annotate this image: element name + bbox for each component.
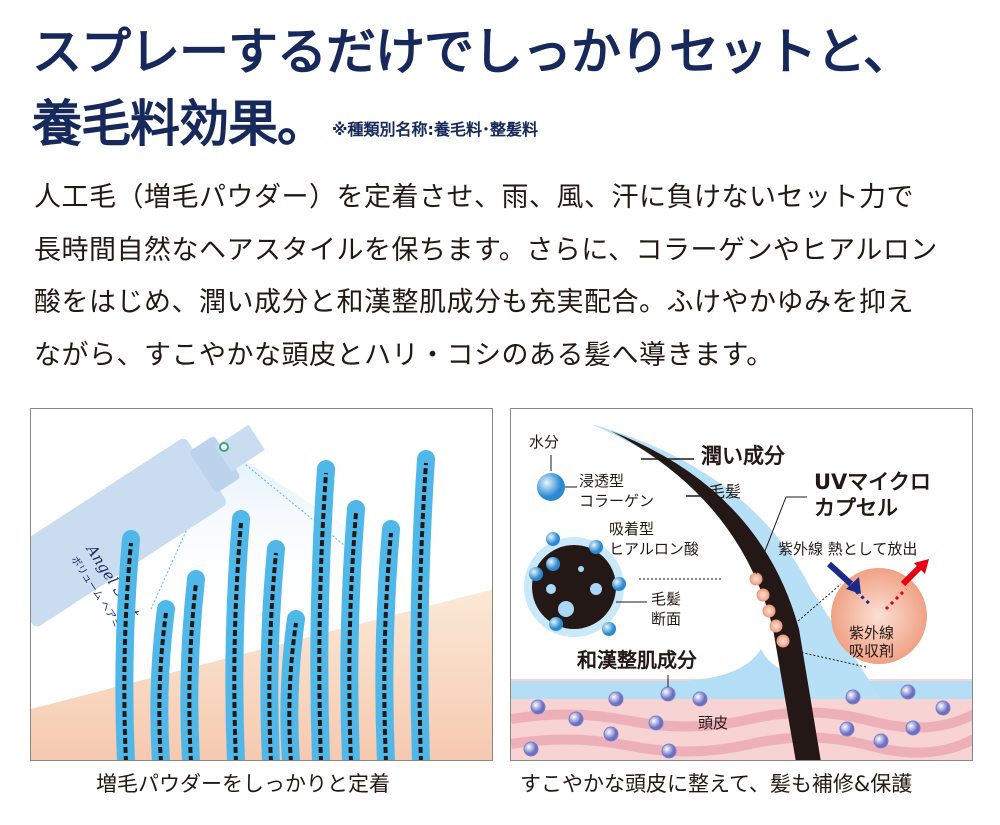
right-caption: すこやかな頭皮に整えて、髪も補修&保護 — [520, 772, 913, 796]
headline-line1: スプレーするだけでしっかりセットと、 — [32, 22, 913, 81]
description-line: ながら、すこやかな頭皮とハリ・コシのある髪へ導きます。 — [34, 339, 774, 371]
hair-strand — [382, 532, 393, 760]
heat-out-arrow — [900, 563, 924, 587]
hair-strand — [232, 522, 243, 760]
label-hyaluronic-2: ヒアルロン酸 — [609, 540, 699, 558]
hair-strand — [347, 512, 358, 760]
label-cross-2: 断面 — [651, 610, 682, 628]
scalp-care-diagram: 水分 浸透型 コラーゲン 潤い成分 毛髪 吸着型 ヒアルロン酸 毛髪 断面 UV… — [510, 408, 973, 761]
label-moisture: 潤い成分 — [701, 444, 785, 468]
hair-strand — [417, 462, 428, 760]
spray-bottle — [31, 424, 265, 627]
powder-fixing-illustration: Angel Shot ボリューム ヘアミスト — [30, 408, 493, 761]
label-collagen-1: 浸透型 — [579, 472, 625, 490]
hair-coating — [260, 540, 285, 760]
description-line: 酸をはじめ、潤い成分と和漢整肌成分も充実配合。ふけやかゆみを抑え — [34, 287, 914, 318]
label-herbal: 和漢整肌成分 — [577, 648, 697, 672]
hair-strand — [157, 612, 168, 760]
label-uv-1: UVマイクロ — [814, 470, 931, 494]
hair-strands — [115, 450, 435, 760]
category-note: ※種類別名称:養毛料･整髪料 — [332, 120, 538, 139]
label-hair: 毛髪 — [709, 482, 742, 501]
description-line: 長時間自然なヘアスタイルを保ちます。さらに、コラーゲンやヒアルロン — [34, 234, 938, 266]
hair-illustration: Angel Shot ボリューム ヘアミスト — [31, 424, 492, 760]
herbal-particles — [523, 684, 951, 759]
collagen-molecule — [537, 473, 565, 501]
hair-strand — [122, 542, 133, 760]
label-uv-2: カプセル — [814, 496, 898, 520]
left-caption: 増毛パウダーをしっかりと定着 — [96, 772, 390, 796]
label-absorber-1: 紫外線 — [849, 624, 895, 642]
hair-strand — [317, 472, 328, 760]
description: 人工毛（増毛パウダー）を定着させ、雨、風、汗に負けないセット力で 長時間自然なヘ… — [34, 172, 984, 382]
label-cross-1: 毛髪 — [651, 590, 682, 608]
headline-line2: 養毛料効果。 ※種類別名称:養毛料･整髪料 — [32, 84, 538, 156]
label-water: 水分 — [529, 433, 560, 451]
hair-shaft — [611, 431, 821, 760]
label-scalp: 頭皮 — [698, 714, 729, 732]
label-absorber-2: 吸収剤 — [849, 642, 895, 660]
label-hyaluronic-1: 吸着型 — [609, 520, 655, 538]
hair-sheath — [591, 424, 881, 699]
scalp-diagram — [511, 424, 972, 760]
hair-strand — [267, 552, 278, 760]
hair-strand — [187, 582, 198, 760]
description-line: 人工毛（増毛パウダー）を定着させ、雨、風、汗に負けないセット力で — [34, 182, 914, 213]
headline-text: 養毛料効果。 — [32, 94, 327, 153]
uv-in-arrow — [826, 561, 854, 587]
label-collagen-2: コラーゲン — [579, 492, 655, 510]
label-uv-release: 紫外線 熱として放出 — [778, 540, 918, 558]
